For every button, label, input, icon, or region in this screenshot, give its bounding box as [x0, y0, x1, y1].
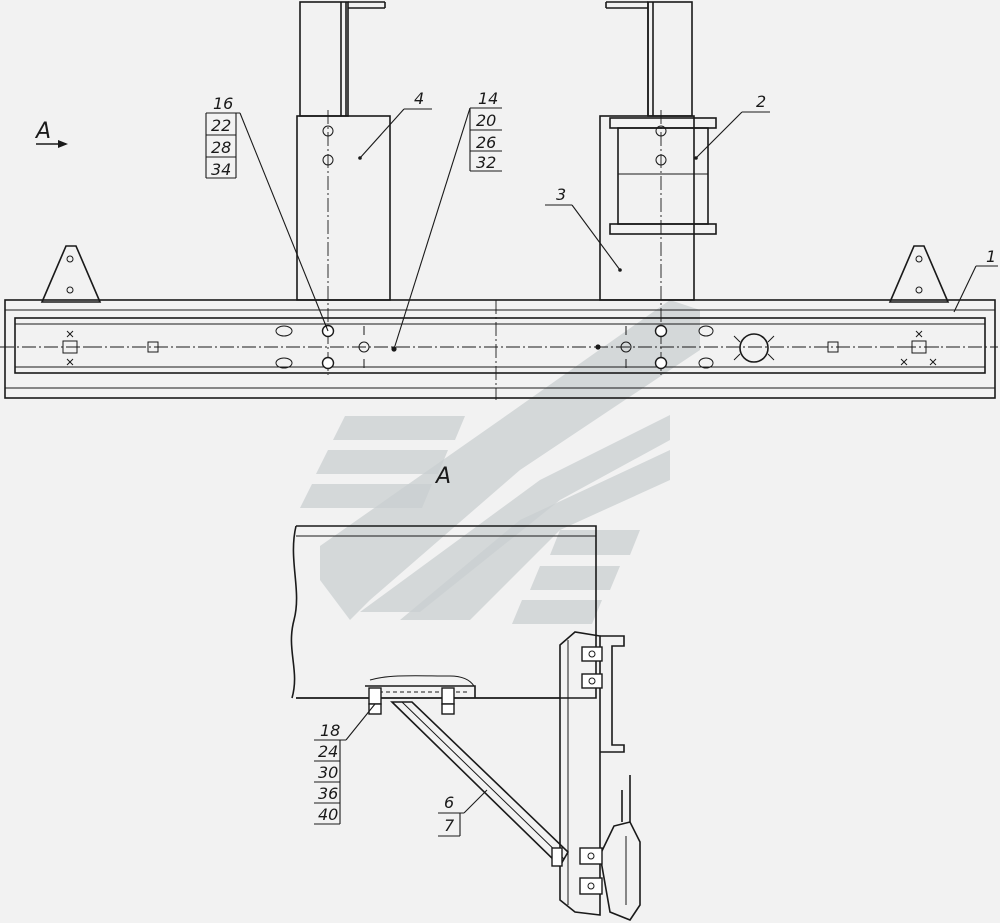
- left-post: [296, 1, 391, 375]
- watermark-logo: [300, 300, 700, 624]
- label-group-bottom-3: 36: [318, 784, 338, 803]
- label-brace-1: 7: [444, 816, 455, 835]
- label-part-4: 4: [414, 89, 424, 108]
- label-group-bottom-4: 40: [318, 805, 338, 824]
- callout-group-left: 16 22 28 34: [205, 94, 329, 332]
- section-view-label: A: [434, 464, 451, 489]
- callout-part-1: 1: [953, 247, 998, 313]
- callout-part-4: 4: [359, 89, 432, 159]
- label-group-mid-3: 32: [476, 153, 496, 172]
- main-beam: [0, 299, 998, 400]
- section-view-a: A: [290, 464, 641, 921]
- callout-brace: 6 7: [438, 789, 488, 837]
- label-group-mid-1: 20: [476, 111, 496, 130]
- left-gusset: [40, 245, 102, 303]
- label-group-mid-0: 14: [478, 89, 498, 108]
- callout-part-3: 3: [545, 185, 622, 272]
- label-group-bottom-2: 30: [318, 763, 338, 782]
- label-group-left-1: 22: [211, 116, 231, 135]
- label-group-mid-2: 26: [476, 133, 496, 152]
- label-part-2: 2: [756, 92, 766, 111]
- label-part-3: 3: [556, 185, 566, 204]
- label-group-left-2: 28: [211, 138, 231, 157]
- callout-part-2: 2: [694, 92, 770, 160]
- label-brace-0: 6: [444, 793, 454, 812]
- callout-group-mid: 14 20 26 32: [393, 89, 502, 350]
- label-group-left-0: 16: [213, 94, 233, 113]
- right-gusset: [888, 245, 950, 303]
- view-arrow-a: A: [34, 119, 68, 148]
- view-arrow-label: A: [34, 119, 51, 144]
- beam-holes: [50, 324, 939, 370]
- label-group-bottom-1: 24: [318, 742, 338, 761]
- label-group-bottom-0: 18: [320, 721, 340, 740]
- label-part-1: 1: [986, 247, 996, 266]
- callout-group-bottom: 18 24 30 36 40: [314, 703, 376, 825]
- label-group-left-3: 34: [211, 160, 231, 179]
